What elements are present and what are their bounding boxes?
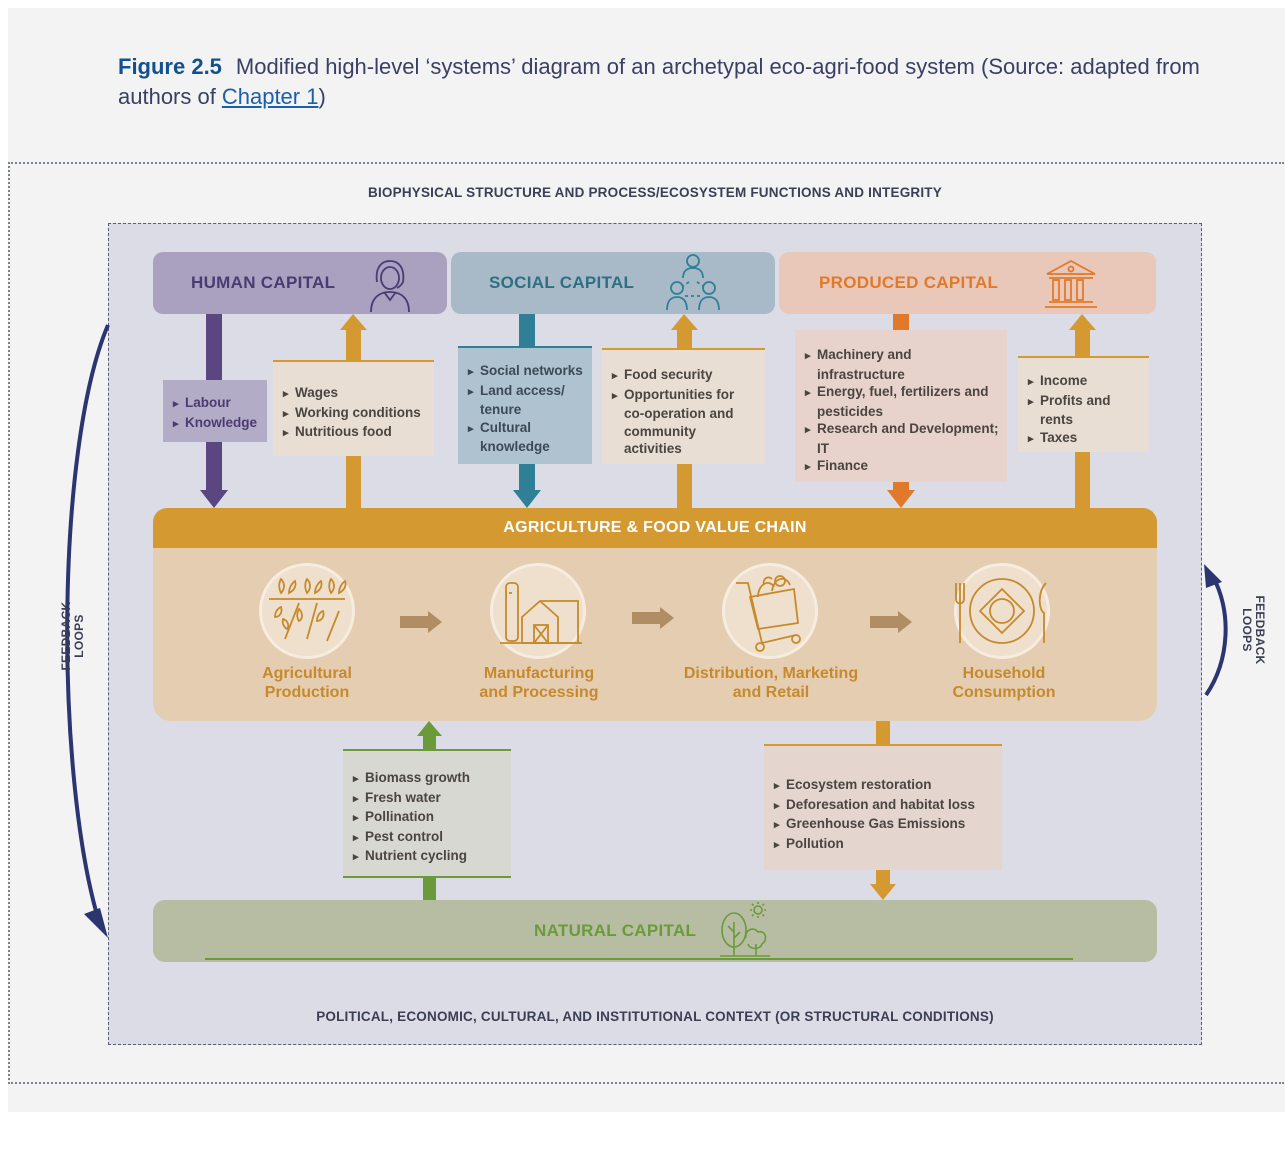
human-capital-box: HUMAN CAPITAL — [153, 252, 447, 314]
right-feedback-loop — [1204, 574, 1228, 697]
natural-input-arrowhead — [417, 721, 442, 736]
list-item: Pollution — [774, 835, 994, 855]
impact-arrowhead — [870, 884, 896, 900]
list-item: Knowledge — [173, 414, 259, 434]
process-arrow-1 — [400, 611, 442, 633]
list-item: Income — [1028, 372, 1141, 392]
list-item: Pest control — [353, 828, 503, 848]
produced-capital-box: PRODUCED CAPITAL — [779, 252, 1156, 314]
context-title: POLITICAL, ECONOMIC, CULTURAL, AND INSTI… — [316, 1009, 994, 1024]
list-item: Biomass growth — [353, 769, 503, 789]
stage-label-line2: Production — [264, 684, 350, 701]
stage-agricultural-production: Agricultural Production — [227, 664, 387, 702]
biophysical-title: BIOPHYSICAL STRUCTURE AND PROCESS/ECOSYS… — [368, 185, 942, 200]
outer-dotted-frame — [8, 162, 1284, 1084]
feedback-line2: LOOPS — [1240, 608, 1254, 652]
stage-label-line2: and Processing — [479, 684, 599, 701]
human-input-list: Labour Knowledge — [163, 380, 267, 442]
list-item: Pollination — [353, 808, 503, 828]
natural-impact-list: Ecosystem restoration Deforesation and h… — [764, 744, 1002, 870]
social-capital-box: SOCIAL CAPITAL — [451, 252, 775, 314]
stage-label-line1: Manufacturing — [483, 665, 595, 682]
list-item: Deforesation and habitat loss — [774, 796, 994, 816]
human-output-list: Wages Working conditions Nutritious food — [273, 360, 434, 456]
list-item: Land access/ tenure — [468, 382, 584, 419]
left-feedback-loop — [65, 324, 110, 926]
produced-input-list: Machinery and infrastructure Energy, fue… — [795, 330, 1007, 482]
stage-label-line1: Household — [962, 665, 1046, 682]
cart-icon — [736, 575, 801, 652]
feedback-label-right: FEEDBACK LOOPS — [1238, 590, 1267, 670]
factory-icon — [500, 582, 582, 644]
tree-sun-icon — [720, 902, 770, 957]
process-arrow-3 — [870, 611, 912, 633]
plate-icon — [955, 578, 1047, 644]
list-item: Taxes — [1028, 429, 1141, 449]
community-icon — [666, 254, 720, 311]
list-item: Nutritious food — [283, 423, 426, 443]
human-input-arrowhead — [200, 490, 228, 508]
value-chain-title: AGRICULTURE & FOOD VALUE CHAIN — [153, 508, 1157, 548]
feedback-label-left: FEEDBACK LOOPS — [59, 596, 88, 676]
natural-input-list: Biomass growth Fresh water Pollination P… — [343, 749, 511, 878]
stage-label-line2: Consumption — [952, 684, 1056, 701]
stage-label-line2: and Retail — [732, 684, 810, 701]
list-item: Ecosystem restoration — [774, 776, 994, 796]
list-item: Fresh water — [353, 789, 503, 809]
social-input-arrowhead — [513, 490, 541, 508]
caption-text: Modified high-level ‘systems’ diagram of… — [118, 54, 1200, 109]
stage-distribution-marketing: Distribution, Marketing and Retail — [670, 664, 872, 702]
left-feedback-arrowhead — [84, 908, 108, 938]
feedback-line2: LOOPS — [72, 614, 86, 658]
list-item: Nutrient cycling — [353, 847, 503, 867]
bank-building-icon — [1045, 259, 1097, 308]
stage-label-line1: Distribution, Marketing — [683, 665, 859, 682]
list-item: Research and Development; IT — [805, 420, 999, 457]
human-capital-label: HUMAN CAPITAL — [191, 273, 336, 292]
list-item: Social networks — [468, 362, 584, 382]
feedback-line1: FEEDBACK — [1253, 595, 1267, 665]
social-capital-label: SOCIAL CAPITAL — [489, 273, 635, 292]
person-icon — [370, 260, 410, 312]
list-item: Wages — [283, 384, 426, 404]
list-item: Profits and rents — [1028, 392, 1141, 429]
natural-capital-label: NATURAL CAPITAL — [534, 921, 697, 940]
produced-capital-label: PRODUCED CAPITAL — [819, 273, 999, 292]
human-output-arrowhead — [340, 314, 367, 330]
stage-manufacturing-processing: Manufacturing and Processing — [450, 664, 628, 702]
crops-icon — [269, 577, 347, 642]
stage-label-line1: Agricultural — [262, 665, 352, 682]
list-item: Labour — [173, 394, 259, 414]
figure-label: Figure 2.5 — [118, 54, 222, 79]
cart-circle — [722, 563, 818, 659]
list-item: Energy, fuel, fertilizers and pesticides — [805, 383, 999, 420]
stage-household-consumption: Household Consumption — [924, 664, 1084, 702]
process-arrow-2 — [632, 607, 674, 629]
produced-output-arrowhead — [1069, 314, 1096, 330]
social-output-list: Food security Opportunities for co-opera… — [602, 348, 765, 464]
produced-output-list: Income Profits and rents Taxes — [1018, 356, 1149, 452]
produced-input-arrowhead — [887, 490, 915, 508]
list-item: Working conditions — [283, 404, 426, 424]
social-output-arrowhead — [671, 314, 698, 330]
list-item: Cultural knowledge — [468, 419, 584, 456]
social-input-list: Social networks Land access/ tenure Cult… — [458, 346, 592, 464]
list-item: Finance — [805, 457, 999, 477]
list-item: Opportunities for co-operation and commu… — [612, 386, 757, 458]
list-item: Food security — [612, 366, 757, 386]
natural-capital-box — [153, 900, 1157, 962]
right-feedback-arrowhead — [1204, 564, 1222, 588]
list-item: Greenhouse Gas Emissions — [774, 815, 994, 835]
list-item: Machinery and infrastructure — [805, 346, 999, 383]
chapter-link[interactable]: Chapter 1 — [221, 84, 319, 109]
caption-end: ) — [318, 84, 326, 109]
